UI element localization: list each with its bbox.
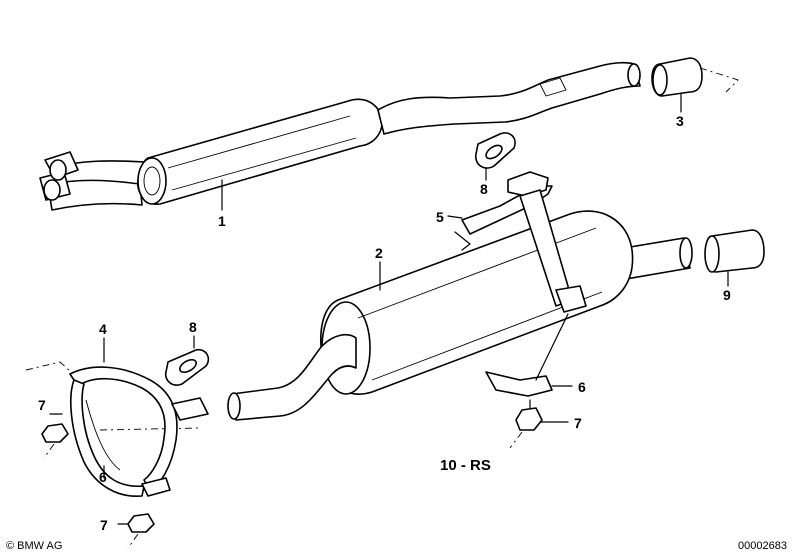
label-part-8-left: 8 (189, 319, 197, 335)
rubber-mount-8-left (164, 335, 210, 386)
label-part-1: 1 (218, 213, 226, 229)
bracket-6-right (485, 313, 573, 449)
copyright-text: © BMW AG (6, 540, 63, 552)
callout-labels: 1 2 3 4 5 6 6 7 7 7 8 8 9 10 - RS (38, 113, 731, 533)
label-part-7-left-bottom: 7 (100, 517, 108, 533)
label-part-8-top: 8 (480, 181, 488, 197)
label-part-3: 3 (676, 113, 684, 129)
label-part-4: 4 (99, 321, 107, 337)
variant-label: 10 - RS (440, 457, 491, 474)
label-part-7-right: 7 (574, 415, 582, 431)
label-part-5: 5 (436, 209, 444, 225)
document-number: 00002683 (738, 540, 787, 552)
rear-muffler-assembly (227, 189, 693, 421)
label-part-6-right: 6 (578, 379, 586, 395)
label-part-2: 2 (375, 245, 383, 261)
label-part-7-left-top: 7 (38, 397, 46, 413)
front-pipe-assembly (39, 61, 641, 211)
tail-sleeve-9 (704, 229, 765, 287)
clamp-4-left (25, 337, 209, 549)
rubber-mount-8-top (474, 132, 516, 181)
label-part-9: 9 (723, 287, 731, 303)
pipe-sleeve-3 (651, 57, 739, 113)
label-part-6-left: 6 (99, 469, 107, 485)
